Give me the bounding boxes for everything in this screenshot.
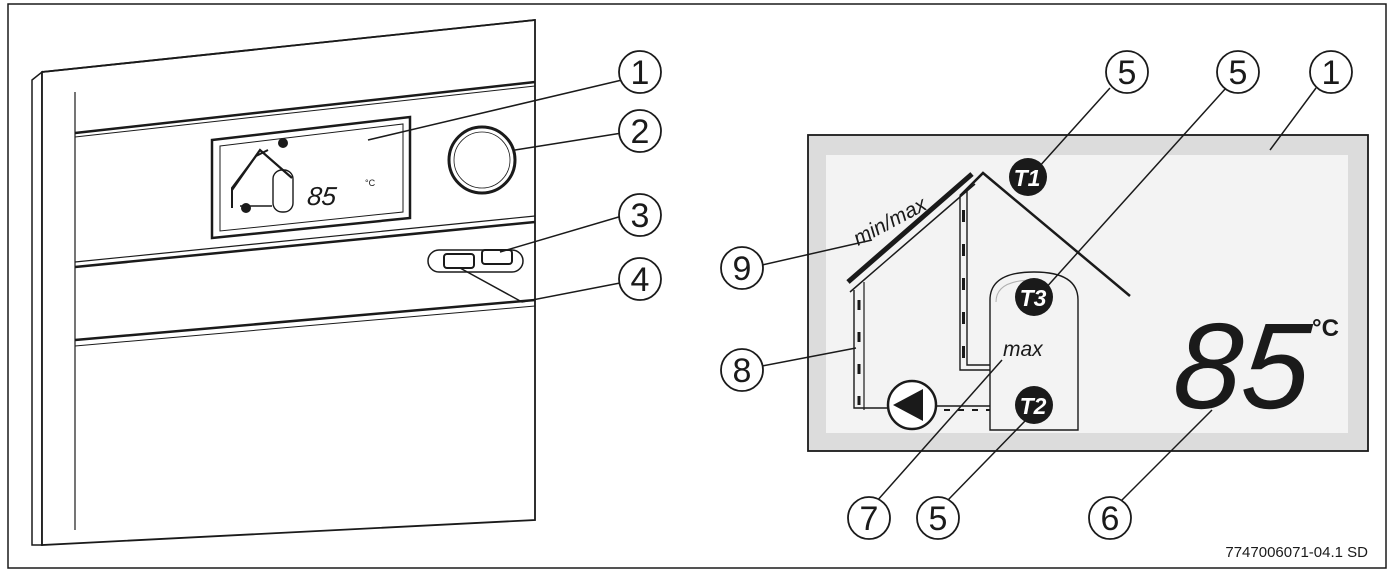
- callout-2-circle: [618, 109, 662, 153]
- solar-collector-edge: [849, 183, 976, 293]
- callout-5-t3-number: 5: [1229, 54, 1248, 92]
- device-callouts: 1 2 3 4: [367, 50, 662, 303]
- device-groove-1: [74, 80, 536, 135]
- callout-7-circle: [847, 496, 891, 540]
- display-temperature: 85: [1170, 297, 1316, 434]
- sensor-t1-label: T1: [1014, 165, 1041, 191]
- tank-max-label: max: [1003, 338, 1044, 361]
- controller-device: 85 °C: [31, 19, 536, 546]
- leader-9: [761, 239, 873, 266]
- pipe-collector-return: [853, 290, 888, 409]
- callout-5-t1-number: 5: [1118, 54, 1137, 92]
- device-lcd-tank-icon: [272, 169, 294, 213]
- pipe-riser-right: [966, 190, 990, 366]
- sensor-t3-icon: [1015, 278, 1053, 316]
- callout-1-display-number: 1: [1322, 54, 1341, 92]
- device-lcd-unit: °C: [365, 178, 376, 188]
- leader-8: [761, 347, 857, 367]
- display-unit: °C: [1312, 315, 1339, 342]
- device-body: [41, 19, 536, 546]
- device-groove-2: [74, 215, 536, 263]
- device-lcd-sensor-top-icon: [278, 138, 288, 148]
- leader-5-t2: [947, 419, 1027, 501]
- device-lcd-temperature: 85: [306, 181, 339, 211]
- rotary-knob-rim: [453, 131, 511, 189]
- sensor-t2-icon: [1015, 386, 1053, 424]
- callout-8-circle: [720, 348, 764, 392]
- device-lcd-collector-icon: [231, 149, 269, 208]
- device-groove-3: [74, 298, 536, 342]
- pipe-riser-left: [959, 196, 990, 371]
- leader-4: [459, 267, 621, 303]
- house-roof: [959, 171, 1131, 297]
- leader-5-t3: [1043, 87, 1227, 291]
- callout-1-device-circle: [618, 50, 662, 94]
- callout-8-number: 8: [733, 352, 752, 390]
- pump-arrow-icon: [893, 389, 923, 421]
- callout-2-number: 2: [631, 113, 650, 151]
- leader-2: [514, 132, 623, 151]
- document-reference: 7747006071-04.1 SD: [1225, 544, 1368, 561]
- callout-6-number: 6: [1101, 500, 1120, 538]
- leader-3: [499, 215, 623, 253]
- leader-6: [1121, 409, 1213, 501]
- leader-1-display: [1269, 87, 1317, 151]
- sensor-t2-label: T2: [1020, 393, 1047, 419]
- callout-3-number: 3: [631, 197, 650, 235]
- right-button[interactable]: [481, 249, 513, 265]
- callout-5-t2-circle: [916, 496, 960, 540]
- sensor-t3-label: T3: [1020, 285, 1047, 311]
- left-button[interactable]: [443, 253, 475, 269]
- device-groove-1b: [74, 85, 536, 138]
- leader-7: [875, 359, 1003, 503]
- callout-6-circle: [1088, 496, 1132, 540]
- storage-tank: [989, 271, 1079, 431]
- device-groove-2b: [74, 220, 536, 269]
- callout-1-display-circle: [1309, 50, 1353, 94]
- callout-4-circle: [618, 257, 662, 301]
- callout-7-number: 7: [860, 500, 879, 538]
- rotary-knob[interactable]: [447, 125, 517, 195]
- leader-1-device: [367, 79, 623, 141]
- callout-5-t2-number: 5: [929, 500, 948, 538]
- solar-collector: [846, 172, 974, 284]
- callout-5-t3-circle: [1216, 50, 1260, 94]
- callout-3-circle: [618, 193, 662, 237]
- display-enlarged: min/max max T1 T3 T2 85 °C: [807, 134, 1369, 452]
- figure-border: [7, 3, 1387, 569]
- callout-9-number: 9: [733, 250, 752, 288]
- callout-5-t1-circle: [1105, 50, 1149, 94]
- device-side-panel: [31, 70, 43, 546]
- callout-4-number: 4: [631, 261, 650, 299]
- device-lcd-sensor-bottom-icon: [241, 203, 251, 213]
- callout-9-circle: [720, 246, 764, 290]
- device-groove-3b: [74, 305, 536, 347]
- display-callouts: 5 5 1 9 8 7 5 6: [720, 50, 1353, 540]
- leader-5-t1: [1037, 87, 1111, 169]
- callout-1-device-number: 1: [631, 54, 650, 92]
- device-top-bevel: [41, 19, 536, 73]
